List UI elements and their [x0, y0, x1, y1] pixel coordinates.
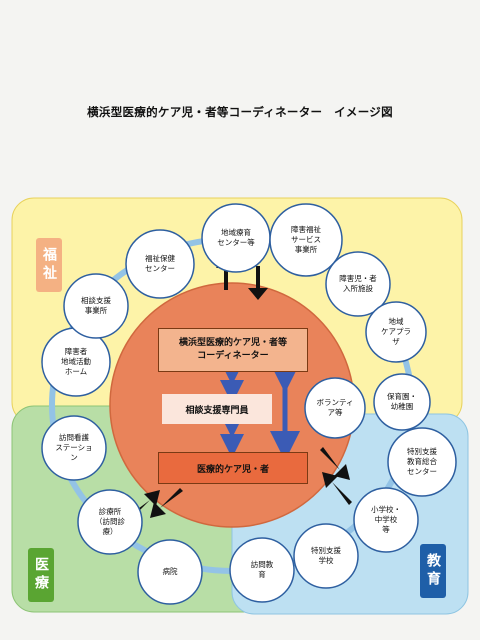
node-label-special-support-edu-center: 特別支援 教育総合 センター — [407, 447, 437, 476]
education-label: 教育 — [420, 544, 446, 598]
node-circle-home-visit-education — [229, 537, 295, 603]
medical-label: 医療 — [28, 548, 54, 602]
node-circle-special-support-edu-center — [387, 427, 457, 497]
node-circle-nursery-kindergarten — [373, 373, 431, 431]
node-circle-consultation-support-office — [63, 273, 129, 339]
education-link-arrows — [320, 447, 352, 505]
page-title: 横浜型医療的ケア児・者等コーディネーター イメージ図 — [87, 105, 393, 119]
coordinator-box: 横浜型医療的ケア児・者等 コーディネーター — [158, 328, 308, 372]
node-label-community-childcare-center: 地域療育 センター等 — [217, 228, 255, 247]
node-circle-disability-residential — [325, 251, 391, 317]
node-label-nursery-kindergarten: 保育園・ 幼稚園 — [387, 392, 417, 411]
node-label-consultation-support-office: 相談支援 事業所 — [81, 296, 111, 315]
node-label-welfare-health-center: 福祉保健 センター — [145, 254, 175, 273]
node-label-hospital: 病院 — [162, 567, 178, 577]
node-circle-welfare-health-center — [125, 229, 195, 299]
node-label-clinic: 診療所 （訪問診 療） — [95, 507, 125, 536]
node-label-community-care-plaza: 地域 ケアプラ ザ — [381, 317, 411, 346]
node-circle-disability-welfare-office — [269, 203, 343, 277]
node-label-community-activity-home: 障害者 地域活動 ホーム — [61, 347, 91, 376]
node-label-home-visit-education: 訪問教 育 — [250, 560, 274, 579]
node-label-special-support-school: 特別支援 学校 — [311, 546, 341, 565]
node-circle-community-care-plaza — [365, 301, 427, 363]
node-label-elementary-junior-high: 小学校・ 中学校 等 — [371, 505, 401, 534]
welfare-label: 福祉 — [36, 238, 62, 292]
consultant-box: 相談支援専門員 — [162, 394, 272, 424]
node-label-home-nursing-station: 訪問看護 ステーショ ン — [55, 433, 93, 462]
node-label-disability-welfare-office: 障害福祉 サービス 事業所 — [291, 225, 321, 254]
node-label-disability-residential: 障害児・者 入所施設 — [339, 274, 377, 293]
node-label-volunteer: ボランティ ア等 — [316, 398, 354, 417]
node-circle-home-nursing-station — [41, 415, 107, 481]
node-circle-special-support-school — [293, 523, 359, 589]
child-box: 医療的ケア児・者 — [158, 452, 308, 484]
node-circle-hospital — [137, 539, 203, 605]
node-circle-volunteer — [304, 377, 366, 439]
node-circle-elementary-junior-high — [353, 487, 419, 553]
node-circle-clinic — [77, 489, 143, 555]
